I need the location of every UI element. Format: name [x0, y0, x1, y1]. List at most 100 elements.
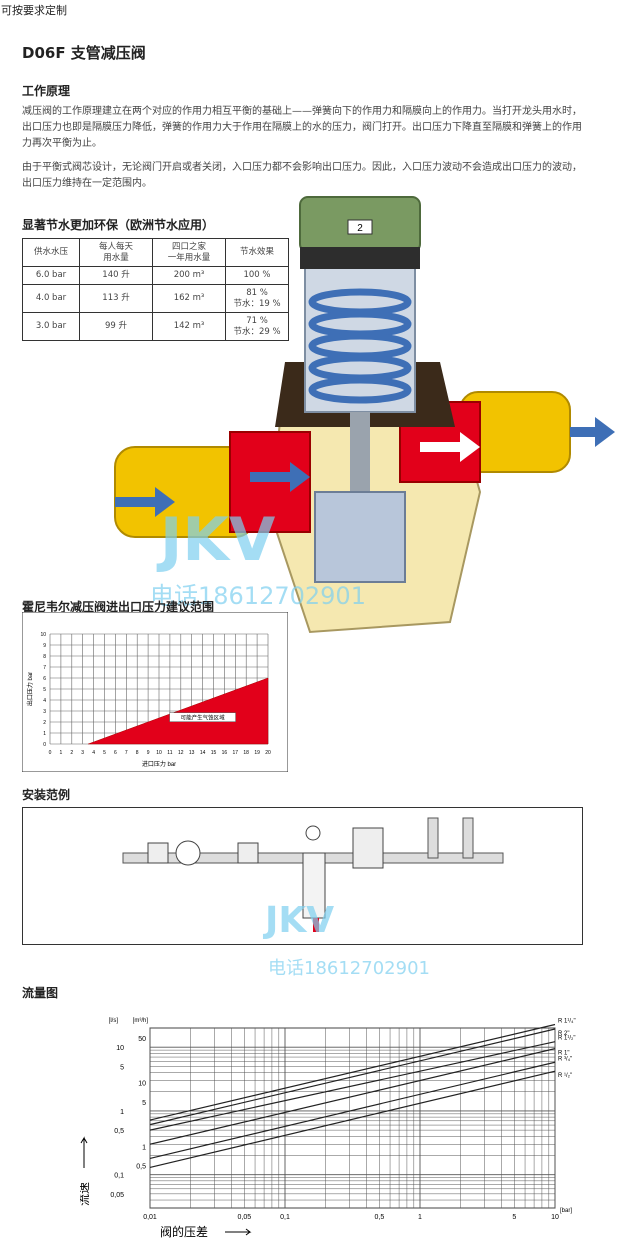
outlet-flow-arrow-icon: [570, 417, 615, 447]
x-tick-label: 14: [200, 750, 206, 756]
y-left-tick-label: 0,1: [114, 1173, 124, 1180]
table-row: 4.0 bar 113 升 162 m³ 81 % 节水：19 %: [22, 284, 289, 313]
table-header: 四口之家 一年用水量: [152, 238, 226, 267]
x-tick-label: 3: [81, 750, 84, 756]
y-left-unit: [l/s]: [109, 1018, 119, 1024]
top-note: 可按要求定制: [1, 4, 67, 17]
pressure-reducing-valve: [352, 827, 384, 869]
table-cell: 71 % 节水：29 %: [225, 312, 289, 341]
series-label: R 2": [558, 1031, 569, 1037]
x-tick-label: 19: [254, 750, 260, 756]
region-label-box: [169, 712, 236, 722]
x-tick-label: 12: [178, 750, 184, 756]
y-tick-label: 4: [43, 698, 46, 704]
section-range-heading: 霍尼韦尔减压阀进出口压力建议范围: [22, 600, 215, 614]
table-cell: 4.0 bar: [22, 284, 80, 313]
x-tick-label: 8: [136, 750, 139, 756]
water-meter: [175, 840, 201, 866]
series-line: [149, 1028, 556, 1126]
y-right-tick-label: 1: [142, 1144, 146, 1151]
watermark-phone: 电话18612702901: [150, 582, 366, 610]
x-tick-label: 7: [125, 750, 128, 756]
y-tick-label: 8: [43, 654, 46, 660]
y-tick-label: 10: [40, 632, 46, 638]
x-axis-arrow-icon: [225, 1228, 252, 1236]
y-left-tick-label: 1: [120, 1109, 124, 1116]
x-tick-label: 4: [92, 750, 95, 756]
y-tick-label: 3: [43, 709, 46, 715]
y-left-tick-label: 10: [116, 1045, 124, 1052]
watermark-logo: JKV: [160, 505, 276, 575]
x-tick-label: 0,01: [143, 1214, 157, 1221]
x-tick-label: 1: [418, 1214, 422, 1221]
valve-cutaway-illustration: 2: [114, 196, 615, 634]
principle-paragraph-2: 由于平衡式阀芯设计，无论阀门开启或者关闭，入口压力都不会影响出口压力。因此，入口…: [22, 162, 582, 189]
y-tick-label: 0: [43, 742, 46, 748]
cavitation-region: [88, 677, 269, 745]
y-tick-label: 9: [43, 643, 46, 649]
table-cell: 6.0 bar: [22, 266, 80, 285]
y-left-tick-label: 0,05: [110, 1192, 124, 1199]
x-tick-label: 0,5: [374, 1214, 384, 1221]
internal-flow-arrow-icon: [250, 462, 310, 492]
spring-coil: [308, 288, 412, 404]
x-tick-label: 15: [211, 750, 217, 756]
section-install-heading: 安装范例: [22, 788, 71, 802]
x-tick-label: 6: [114, 750, 117, 756]
y-right-tick-label: 50: [138, 1036, 146, 1043]
page-title: D06F 支管减压阀: [22, 44, 146, 62]
principle-paragraph-1: 减压阀的工作原理建立在两个对应的作用力相互平衡的基础上——弹簧向下的作用力和隔膜…: [22, 106, 582, 149]
table-cell: 81 % 节水：19 %: [225, 284, 289, 313]
series-line: [149, 1041, 556, 1131]
x-tick-label: 11: [167, 750, 172, 756]
x-tick-label: 10: [551, 1214, 559, 1221]
series-label: R ¹/₂": [558, 1073, 572, 1079]
table-header: 每人每天 用水量: [79, 238, 153, 267]
knob-scale-number: 2: [357, 223, 363, 234]
y-left-tick-label: 0,5: [114, 1128, 124, 1135]
x-tick-label: 16: [222, 750, 228, 756]
section-principle-heading: 工作原理: [22, 84, 71, 98]
y-tick-label: 2: [43, 720, 46, 726]
x-tick-label: 13: [189, 750, 195, 756]
x-tick-label: 2: [70, 750, 73, 756]
x-tick-label: 1: [60, 750, 63, 756]
series-line: [149, 1048, 556, 1145]
shutoff-valve-1: [147, 842, 169, 864]
table-cell: 100 %: [225, 266, 289, 285]
internal-flow-arrow-icon: [420, 432, 480, 462]
installation-example-box: [22, 807, 583, 945]
branch-pipe-1: [427, 817, 439, 859]
table-cell: 162 m³: [152, 284, 226, 313]
series-line: [149, 1061, 556, 1159]
knob-collar: [300, 247, 420, 269]
x-axis-label: 阀的压差: [160, 1224, 208, 1239]
watermark-phone: 电话18612702901: [268, 958, 430, 979]
series-label: R ³/₄": [558, 1056, 572, 1062]
x-tick-label: 10: [156, 750, 162, 756]
region-label: 可能产生气蚀区域: [181, 714, 226, 722]
x-tick-label: 0,1: [280, 1214, 290, 1221]
water-savings-table: 供水水压 每人每天 用水量 四口之家 一年用水量 节水效果 6.0 bar 14…: [22, 238, 289, 341]
pressure-gauge-icon: [305, 825, 321, 841]
series-line: [149, 1023, 556, 1121]
filter-screen: [314, 491, 406, 583]
series-label: R 1": [558, 1051, 569, 1057]
x-tick-label: 18: [243, 750, 249, 756]
series-label: R 1¹/₂": [558, 1036, 575, 1042]
table-row: 6.0 bar 140 升 200 m³ 100 %: [22, 266, 289, 285]
y-right-tick-label: 10: [138, 1081, 146, 1088]
x-tick-label: 5: [103, 750, 106, 756]
section-flow-heading: 流量图: [22, 986, 59, 1000]
knob-scale: [347, 219, 373, 235]
branch-pipe-2: [462, 817, 474, 859]
x-tick-label: 9: [147, 750, 150, 756]
y-right-tick-label: 0,5: [136, 1164, 146, 1171]
table-row: 3.0 bar 99 升 142 m³ 71 % 节水：29 %: [22, 312, 289, 341]
watermark-logo: JKV: [265, 900, 335, 941]
section-savings-heading: 显著节水更加环保（欧洲节水应用）: [22, 218, 215, 232]
x-tick-label: 5: [512, 1214, 516, 1221]
y-right-tick-label: 5: [142, 1100, 146, 1107]
